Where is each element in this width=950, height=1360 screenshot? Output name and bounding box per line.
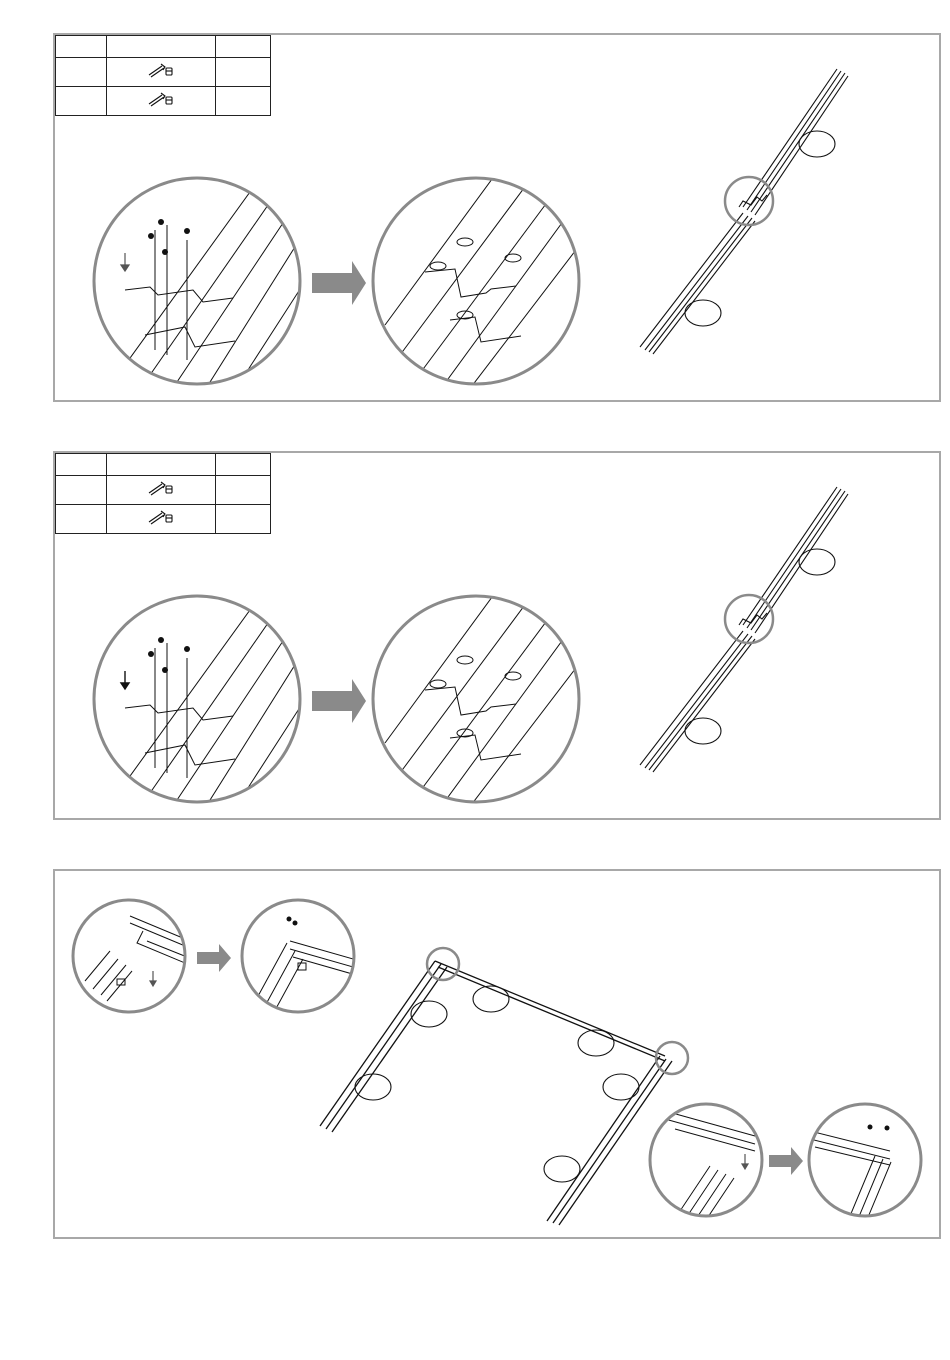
rail-overview: [640, 69, 848, 354]
corner-left-after: [242, 900, 363, 1014]
right-arrow-icon: [312, 261, 366, 305]
right-arrow-icon: [312, 679, 366, 723]
part-callout: [473, 986, 509, 1012]
part-callout: [411, 1001, 447, 1027]
magnify-circle-icon: [373, 596, 579, 802]
down-arrow-icon: [121, 253, 129, 271]
part-callout: [355, 1074, 391, 1100]
instruction-panel-step-3: [53, 869, 941, 1239]
part-callout: [578, 1030, 614, 1056]
part-callout: [685, 718, 721, 744]
down-arrow-icon: [150, 971, 156, 986]
magnify-circle-icon: [725, 177, 773, 225]
magnify-circle-icon: [94, 596, 300, 802]
corner-right-after: [809, 1104, 921, 1222]
step-illustration: [55, 453, 941, 820]
part-callout: [544, 1156, 580, 1182]
corner-right-before: [650, 1104, 762, 1223]
magnify-circle-icon: [373, 178, 579, 384]
right-arrow-icon: [769, 1147, 803, 1175]
step-illustration: [55, 35, 941, 402]
magnify-circle-icon: [242, 900, 354, 1012]
part-callout: [603, 1074, 639, 1100]
instruction-panel-step-1: [53, 33, 941, 402]
instruction-panel-step-2: [53, 451, 941, 820]
magnify-circle-icon: [809, 1104, 921, 1216]
screw-insertion-detail: [94, 596, 335, 808]
part-callout: [799, 549, 835, 575]
corner-left-before: [73, 900, 197, 1012]
part-callout: [799, 131, 835, 157]
rail-overview: [640, 487, 848, 772]
magnify-circle-icon: [656, 1042, 688, 1074]
step-illustration: [55, 871, 941, 1239]
fastened-detail: [373, 175, 595, 395]
down-arrow-icon: [742, 1154, 748, 1169]
magnify-circle-icon: [725, 595, 773, 643]
right-arrow-icon: [197, 944, 231, 972]
magnify-circle-icon: [94, 178, 300, 384]
part-callout: [685, 300, 721, 326]
fastened-detail: [373, 593, 595, 813]
screw-insertion-detail: [94, 178, 335, 390]
down-arrow-icon: [121, 671, 129, 689]
